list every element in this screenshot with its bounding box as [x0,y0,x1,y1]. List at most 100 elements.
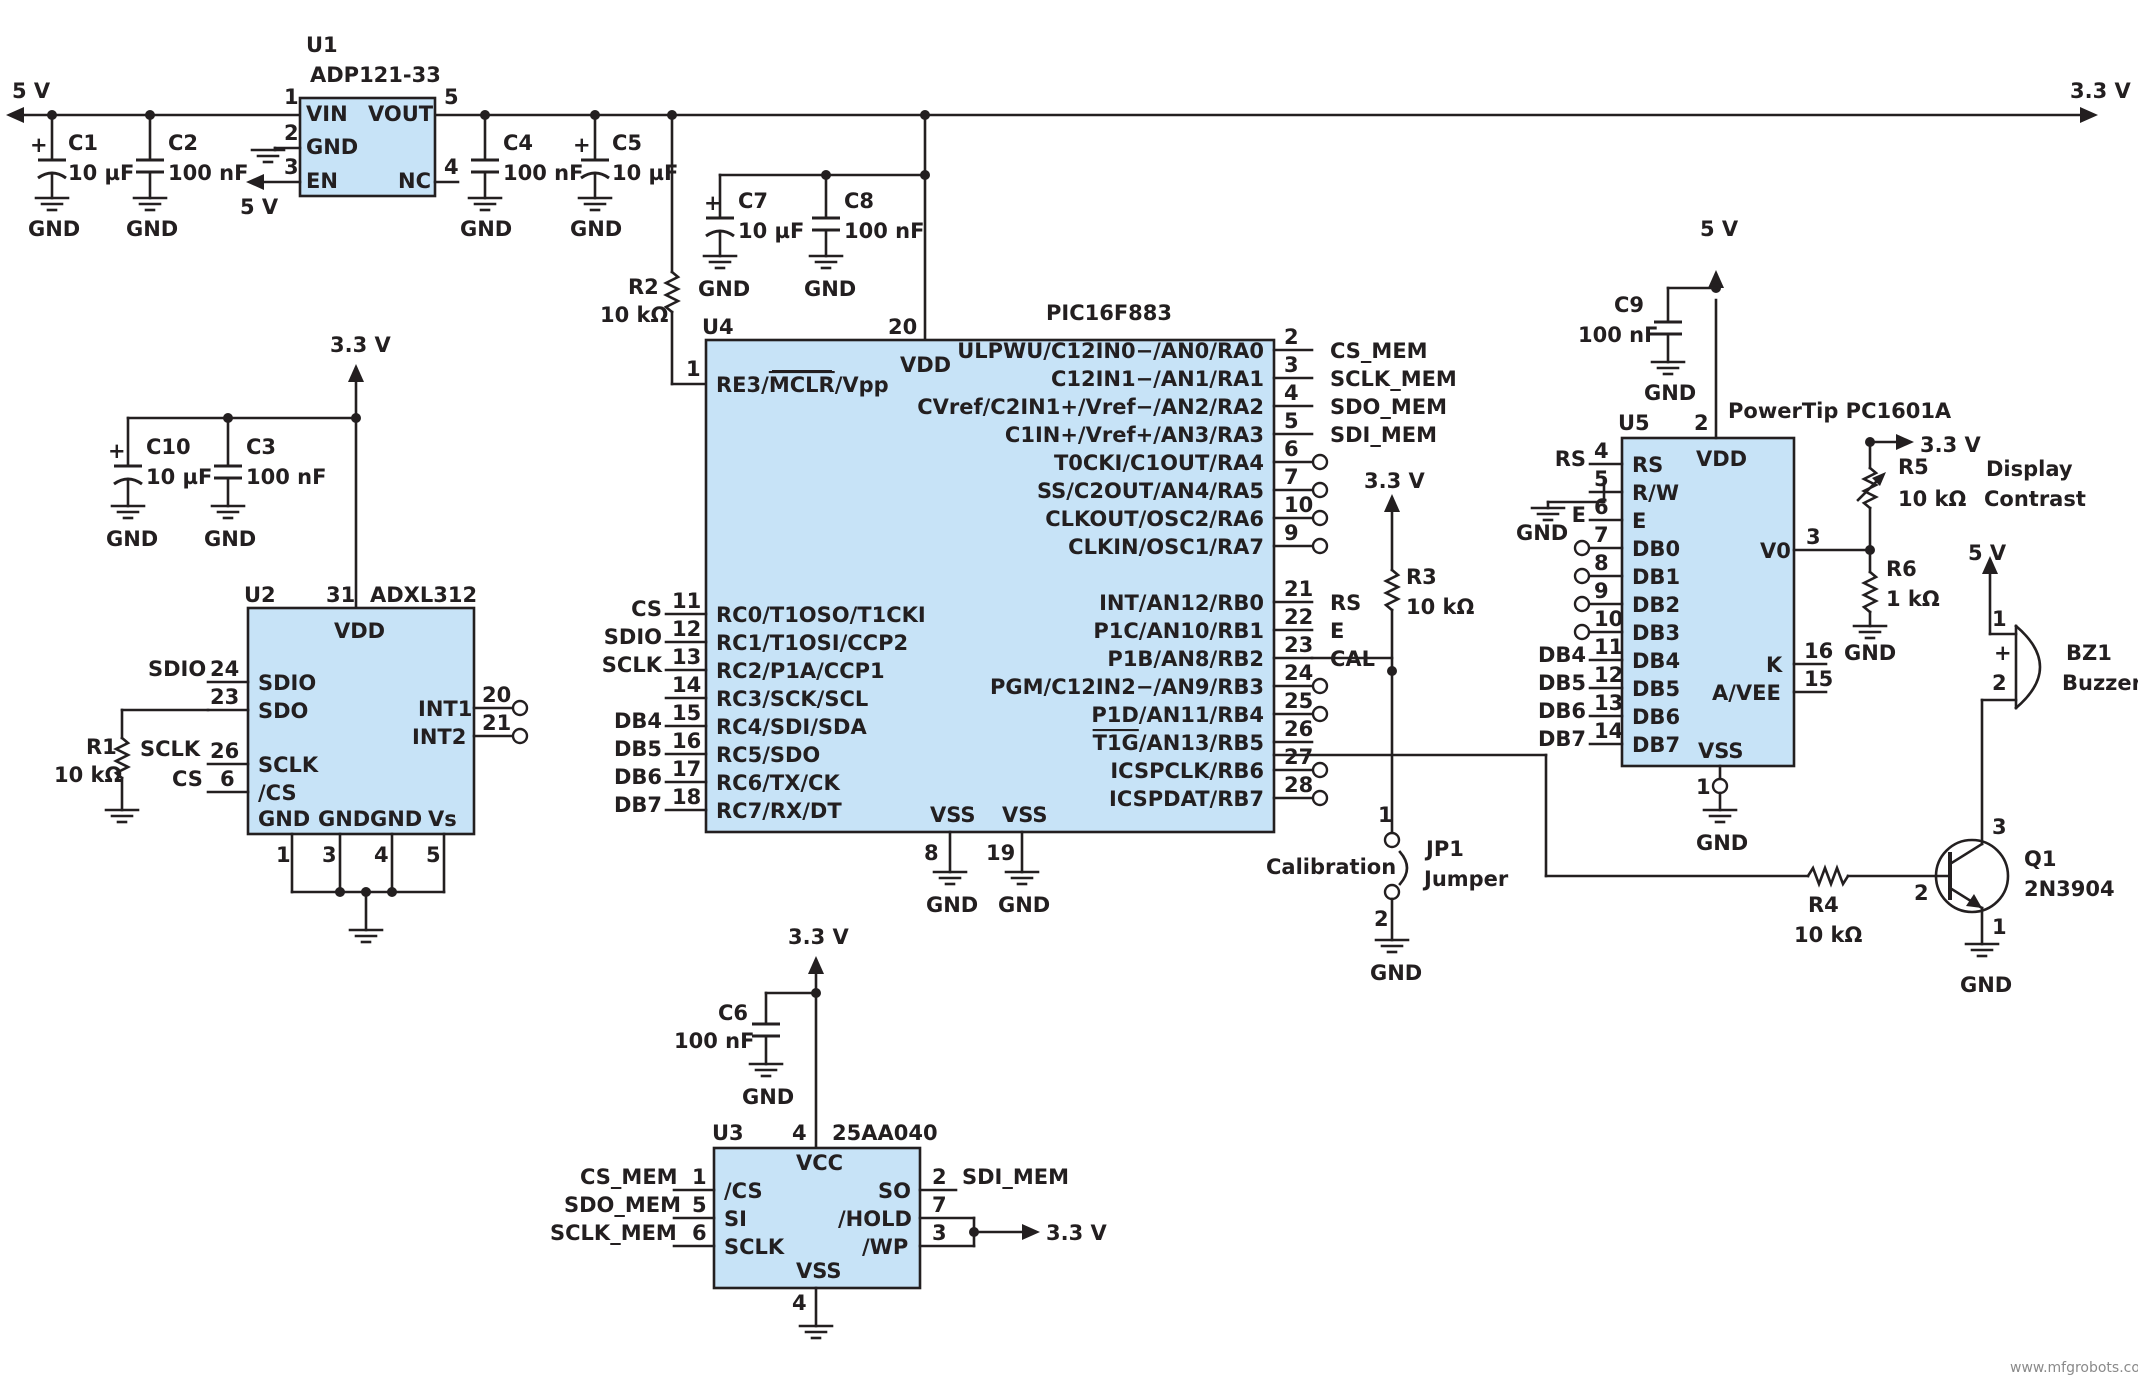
r4-ref: R4 [1808,893,1839,917]
u4-pin-label-12: RC1/T1OSI/CCP2 [716,631,908,655]
u2-net-cs: CS [172,767,203,791]
u4-pin-num-7: 7 [1284,465,1299,489]
u4-open-pin-9 [1311,537,1329,555]
u4-pin-label-10: CLKOUT/OSC2/RA6 [1045,507,1264,531]
u2-bpin-4: 4 [374,843,389,867]
c5-plus: + [573,133,591,157]
u2-bottom-2: GND [318,807,370,831]
u4-open-pin-27 [1311,761,1329,779]
u4-part: PIC16F883 [1046,301,1172,325]
u4-pin-label-18: RC7/RX/DT [716,799,842,823]
u4-mclr-label: RE3/MCLR/Vpp [716,373,889,397]
r3-value: 10 kΩ [1406,595,1475,619]
u4-pin-vdd-num: 20 [888,315,917,339]
bz1-num-2: 2 [1992,671,2007,695]
u5-pin-num-13: 13 [1594,691,1623,715]
u5-pin-label-13: DB6 [1632,705,1680,729]
q1-num-1: 1 [1992,915,2007,939]
r3-ref: R3 [1406,565,1437,589]
u2-int1-pin [511,699,529,717]
u2-sdio: SDIO [258,671,316,695]
u2-int1: INT1 [418,697,472,721]
r2-ref: R2 [628,275,659,299]
u5-supply: 5 V [1700,217,1739,241]
u4-pin-num-11: 11 [672,589,701,613]
u2-num-20: 20 [482,683,511,707]
u2-bpin-5: 5 [426,843,441,867]
u4-pin-num-14: 14 [672,673,701,697]
c10-plus: + [108,439,126,463]
u5-part: PowerTip PC1601A [1728,399,1952,423]
u4-ref: U4 [702,315,734,339]
u4-pin-num-23: 23 [1284,633,1313,657]
u4-microcontroller: U4 PIC16F883 20 VDD 1 RE3/MCLR/Vpp VSS V… [602,301,1457,917]
c7-value: 10 µF [738,219,804,243]
r1-value: 10 kΩ [54,763,123,787]
c9-ref: C9 [1614,293,1644,317]
u2-supply: 3.3 V [330,333,392,357]
u4-vss-2: VSS [1002,803,1048,827]
u3-pin-vss-num: 4 [792,1291,807,1315]
u3-eeprom: 3.3 V C6 100 nF GND U3 25AA040 4 VCC VSS… [550,925,1108,1340]
c9-value: 100 nF [1578,323,1658,347]
u3-pin-vcc-num: 4 [792,1121,807,1145]
u3-num-3: 3 [932,1221,947,1245]
rail-5v-arrow [6,107,24,123]
u5-vss-pin [1711,777,1729,795]
u4-net-17: DB6 [614,765,662,789]
u5-pin-num-4: 4 [1594,439,1609,463]
u2-bottom-3: GND [370,807,422,831]
u5-pin-num-9: 9 [1594,579,1609,603]
u5-pin-num-7: 7 [1594,523,1609,547]
u2-num-23: 23 [210,685,239,709]
u4-pin-num-27: 27 [1284,745,1313,769]
r3-supply: 3.3 V [1364,469,1426,493]
u5-k: K [1766,653,1783,677]
u4-left-pins: 11RC0/T1OSO/T1CKICS12RC1/T1OSI/CCP2SDIO1… [602,589,926,823]
bz1-name: Buzzer [2062,671,2138,695]
u2-part: ADXL312 [370,583,477,607]
u4-pin-num-21: 21 [1284,577,1313,601]
u1-part: ADP121-33 [310,63,441,87]
u4-pin-num-28: 28 [1284,773,1313,797]
c5-ref: C5 [612,131,642,155]
u4-pin-label-23: P1B/AN8/RB2 [1107,647,1264,671]
u2-ref: U2 [244,583,276,607]
u5-pin-label-10: DB3 [1632,621,1680,645]
u4-pin-label-17: RC6/TX/CK [716,771,840,795]
jp1-label: Calibration [1266,855,1396,879]
c2-capacitor: C2 100 nF GND [126,113,248,241]
u4-pin-num-10: 10 [1284,493,1313,517]
u4-pin-label-rest-26: /AN13/RB5 [1139,731,1264,755]
c10-value: 10 µF [146,465,212,489]
u5-pin-label-7: DB0 [1632,537,1680,561]
c3-ref: C3 [246,435,276,459]
u5-pin-num-5: 5 [1594,467,1609,491]
jp1-pin2 [1383,883,1401,901]
u3-so: SO [878,1179,911,1203]
u5-net-4: RS [1555,447,1586,471]
c6-value: 100 nF [674,1029,754,1053]
u4-pin-bar-26: T1G [1093,731,1139,755]
u2-int2: INT2 [412,725,466,749]
buzzer-drive-net: R4 10 kΩ [1272,753,1938,947]
c1-gnd: GND [28,217,80,241]
u1-ref: U1 [306,33,338,57]
bz1-plus: + [1994,641,2012,665]
u2-num-6: 6 [220,767,235,791]
u4-net-21: RS [1330,591,1361,615]
u4-pin-num-3: 3 [1284,353,1299,377]
u3-ref: U3 [712,1121,744,1145]
u5-pin-label-9: DB2 [1632,593,1680,617]
u4-pin-label-24: PGM/C12IN2−/AN9/RB3 [990,675,1264,699]
c4-capacitor: C4 100 nF GND [460,113,583,241]
u4-pin-label-25: P1D/AN11/RB4 [1091,703,1264,727]
r4-value: 10 kΩ [1794,923,1863,947]
u4-pin-num-6: 6 [1284,437,1299,461]
u5-open-pin-8 [1573,567,1591,585]
r2-value: 10 kΩ [600,303,669,327]
c1-value: 10 µF [68,161,134,185]
u1-pin-vin: VIN [306,102,348,126]
u4-pin-num-13: 13 [672,645,701,669]
u3-supply: 3.3 V [788,925,850,949]
